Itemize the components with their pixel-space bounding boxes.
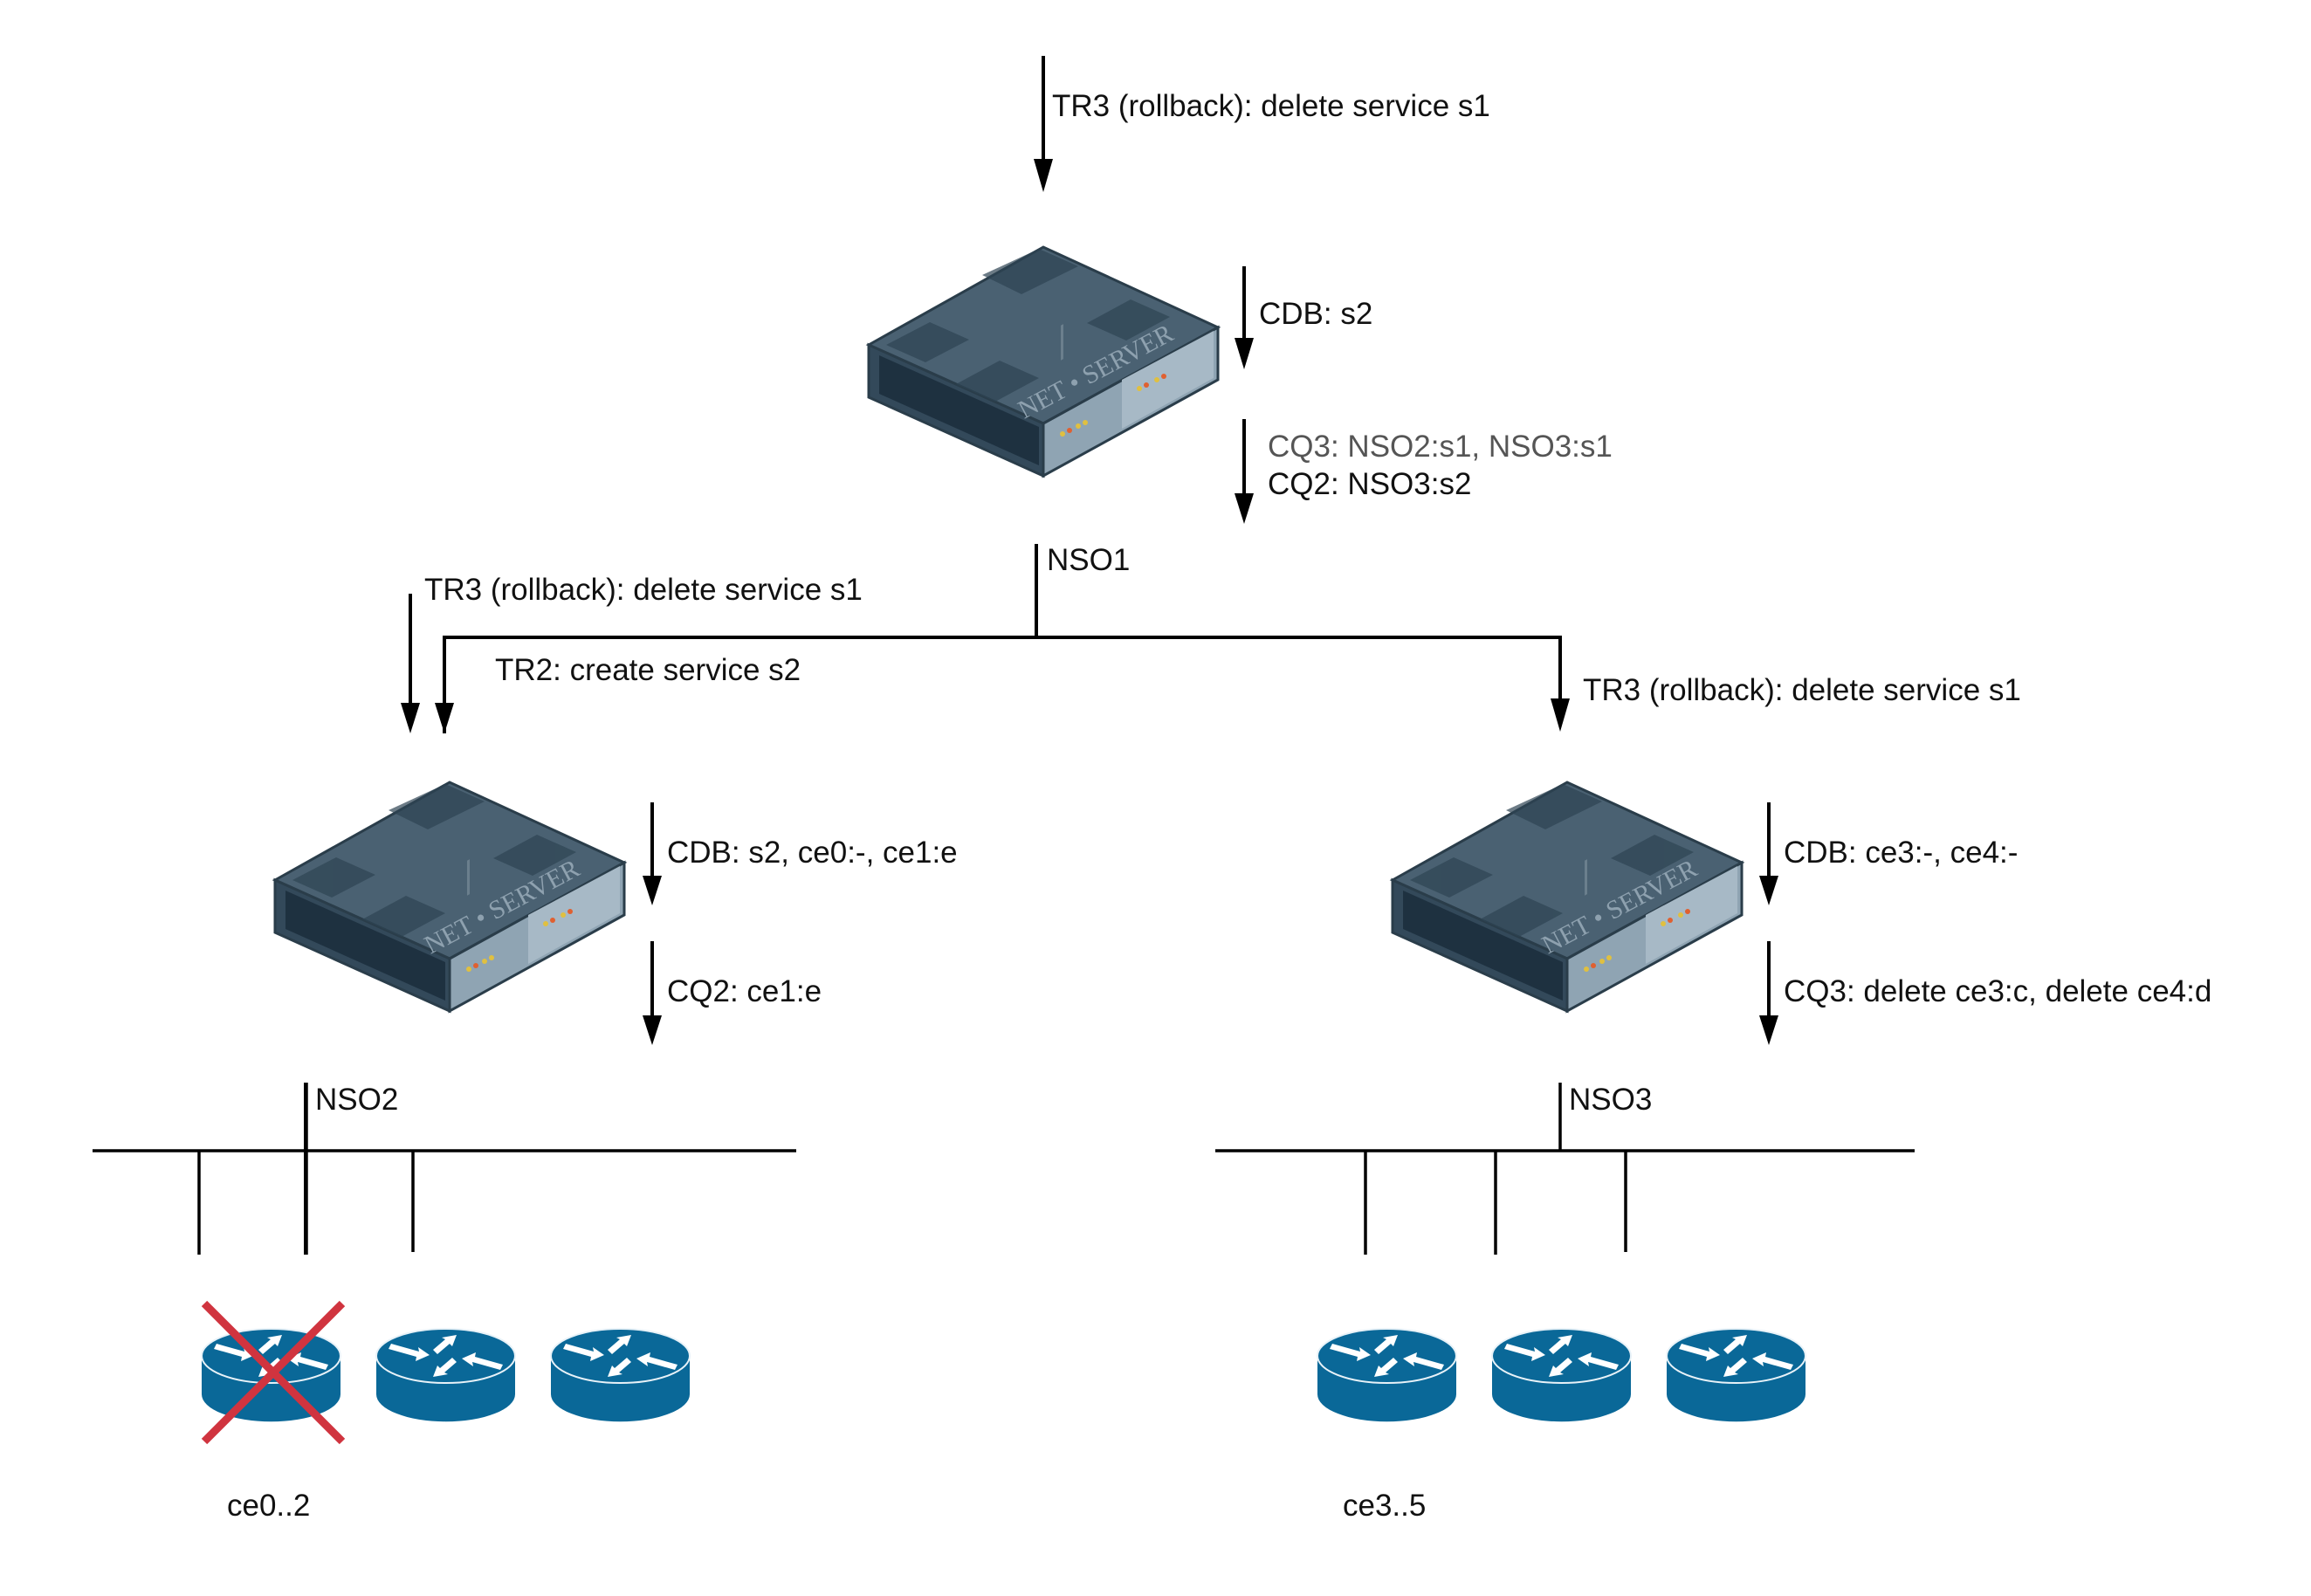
nso1-cq3-label: CQ3: NSO2:s1, NSO3:s1 xyxy=(1268,430,1613,464)
arrowhead xyxy=(1034,159,1053,192)
arrowhead xyxy=(1235,338,1254,369)
arrowhead xyxy=(1759,876,1778,905)
top-transaction-label: TR3 (rollback): delete service s1 xyxy=(1052,89,1490,123)
device-failed-x-icon xyxy=(201,1300,346,1445)
nso1-cdb-label: CDB: s2 xyxy=(1259,297,1373,331)
server-graphic: NET • SERVER xyxy=(1389,781,1745,1014)
router-graphic xyxy=(1491,1328,1632,1422)
router-graphic xyxy=(1666,1328,1806,1422)
router-icon-ce1 xyxy=(374,1323,518,1427)
nso1-name-label: NSO1 xyxy=(1047,543,1131,577)
nso1-cq2-label: CQ2: NSO3:s2 xyxy=(1268,467,1472,501)
server-graphic: NET • SERVER xyxy=(272,781,628,1014)
nso2-server-icon: NET • SERVER xyxy=(266,775,633,1020)
router-icon-ce5 xyxy=(1664,1323,1808,1427)
nso3-cdb-label: CDB: ce3:-, ce4:- xyxy=(1784,836,2019,870)
nso3-cq-label: CQ3: delete ce3:c, delete ce4:d xyxy=(1784,974,2212,1008)
router-icon-ce3 xyxy=(1315,1323,1459,1427)
nso2-tr2-label: TR2: create service s2 xyxy=(495,653,801,687)
nso3-devices-label: ce3..5 xyxy=(1343,1489,1427,1523)
nso3-name-label: NSO3 xyxy=(1569,1083,1653,1117)
router-graphic xyxy=(550,1328,691,1422)
arrowhead xyxy=(1551,698,1570,732)
arrowhead xyxy=(643,876,662,905)
nso2-name-label: NSO2 xyxy=(315,1083,399,1117)
nso1-server-icon: NET • SERVER xyxy=(860,240,1227,485)
router-graphic xyxy=(1317,1328,1457,1422)
arrowhead xyxy=(401,703,420,733)
arrowhead xyxy=(1235,493,1254,524)
arrowhead xyxy=(643,1015,662,1045)
arrowhead xyxy=(435,703,454,733)
nso2-tr3-label: TR3 (rollback): delete service s1 xyxy=(424,573,863,607)
nso2-devices-label: ce0..2 xyxy=(227,1489,311,1523)
server-graphic: NET • SERVER xyxy=(865,245,1221,478)
nso2-cq-label: CQ2: ce1:e xyxy=(667,974,822,1008)
nso3-tr3-label: TR3 (rollback): delete service s1 xyxy=(1583,673,2021,707)
router-graphic xyxy=(375,1328,516,1422)
nso3-server-icon: NET • SERVER xyxy=(1384,775,1750,1020)
router-icon-ce2 xyxy=(548,1323,692,1427)
nso2-cdb-label: CDB: s2, ce0:-, ce1:e xyxy=(667,836,958,870)
arrowhead xyxy=(1759,1015,1778,1045)
router-icon-ce4 xyxy=(1489,1323,1634,1427)
